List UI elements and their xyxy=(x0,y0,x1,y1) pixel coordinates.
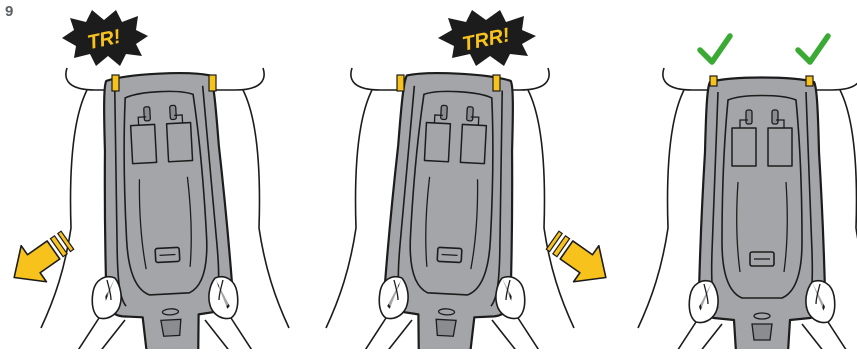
isofix-connector-right xyxy=(208,74,217,92)
panel-attached xyxy=(637,33,857,353)
step-number: 9 xyxy=(5,3,14,20)
sound-burst: TRR! xyxy=(438,10,536,66)
isofix-connector-right xyxy=(805,75,814,87)
panel-push-right: TRR! xyxy=(325,10,607,353)
isofix-connector-left xyxy=(396,74,405,92)
isofix-connector-left xyxy=(709,75,718,87)
check-icon xyxy=(697,33,733,65)
isofix-connector-left xyxy=(111,74,120,92)
sound-burst: TR! xyxy=(62,10,148,66)
arrow-right-icon xyxy=(545,230,607,283)
arrow-left-icon xyxy=(13,230,75,283)
check-icon xyxy=(795,33,831,65)
isofix-connector-right xyxy=(492,74,501,92)
panel-push-left: TR! xyxy=(13,10,290,353)
